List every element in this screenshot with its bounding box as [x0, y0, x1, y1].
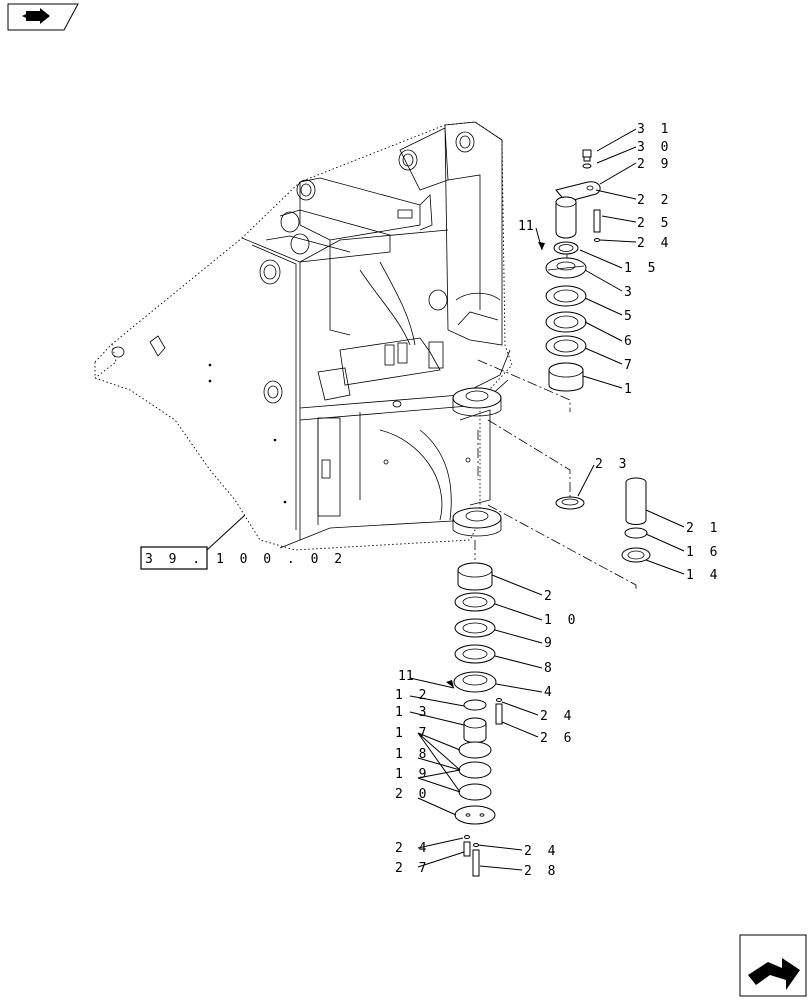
- callout-9: 9: [544, 636, 556, 651]
- callout-19: 1 9: [395, 767, 430, 782]
- callout-22: 2 2: [637, 193, 672, 208]
- callout-14: 1 4: [686, 568, 721, 583]
- callout-27: 2 7: [395, 861, 430, 876]
- callout-31: 3 1: [637, 122, 672, 137]
- callout-30: 3 0: [637, 140, 672, 155]
- callout-24-lower-left: 2 4: [395, 841, 430, 856]
- callout-4: 4: [544, 685, 556, 700]
- reference-box-label: 3 9 . 1 0 0 . 0 2: [145, 552, 346, 567]
- callout-5: 5: [624, 309, 636, 324]
- callout-labels: 3 1 3 0 2 9 2 2 2 5 2 4 1 5 3 5 6 7 1 11…: [395, 122, 721, 879]
- middle-parts: [555, 477, 651, 563]
- callout-15: 1 5: [624, 261, 659, 276]
- lower-pin-parts: [453, 562, 503, 877]
- callout-26: 2 6: [540, 731, 575, 746]
- callout-11-upper: 11: [518, 219, 534, 234]
- callout-18: 1 8: [395, 747, 430, 762]
- callout-17: 1 7: [395, 726, 430, 741]
- callout-13: 1 3: [395, 705, 430, 720]
- callout-3: 3: [624, 285, 636, 300]
- callout-7: 7: [624, 358, 636, 373]
- assembly-center-lines: [474, 248, 637, 592]
- callout-6: 6: [624, 334, 636, 349]
- callout-21: 2 1: [686, 521, 721, 536]
- callout-24-lower-right: 2 4: [524, 844, 559, 859]
- folder-arrow-icon[interactable]: [7, 3, 79, 31]
- leader-lines: [409, 128, 685, 871]
- callout-28: 2 8: [524, 864, 559, 879]
- upper-pin-parts: [545, 149, 601, 392]
- callout-24: 2 4: [637, 236, 672, 251]
- callout-23: 2 3: [595, 457, 630, 472]
- callout-24-mid: 2 4: [540, 709, 575, 724]
- callout-29: 2 9: [637, 157, 672, 172]
- callout-1: 1: [624, 382, 636, 397]
- callout-20: 2 0: [395, 787, 430, 802]
- callout-12: 1 2: [395, 688, 430, 703]
- reference-callout[interactable]: 3 9 . 1 0 0 . 0 2: [140, 514, 346, 570]
- callout-2: 2: [544, 589, 556, 604]
- callout-25: 2 5: [637, 216, 672, 231]
- callout-11-lower: 11: [398, 669, 414, 684]
- loader-frame-drawing: [94, 121, 513, 551]
- callout-8: 8: [544, 661, 556, 676]
- callout-16: 1 6: [686, 545, 721, 560]
- callout-10: 1 0: [544, 613, 579, 628]
- next-page-arrow-icon[interactable]: [739, 934, 807, 997]
